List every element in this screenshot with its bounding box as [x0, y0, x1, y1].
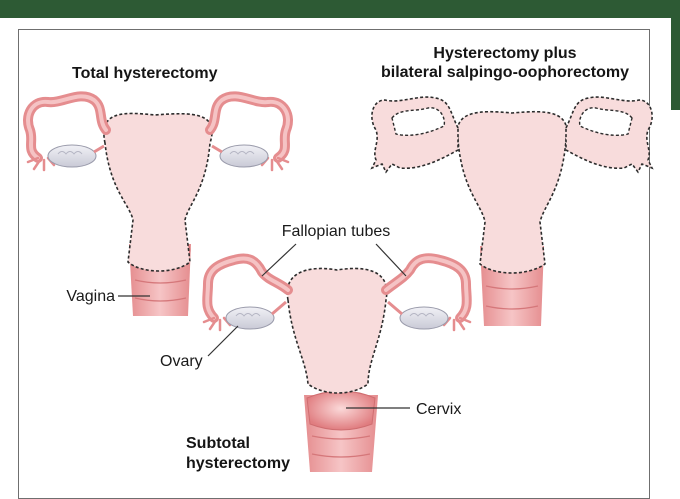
removed-uterus-outline-left — [104, 113, 212, 271]
title-total-hysterectomy: Total hysterectomy — [72, 65, 218, 82]
label-cervix: Cervix — [416, 401, 461, 418]
ovary-left-3 — [226, 307, 274, 329]
ovary-left-1 — [48, 145, 96, 167]
leader-fallopian-right — [376, 244, 406, 276]
hysterectomy-diagram: Total hysterectomy Hysterectomy plus bil… — [0, 0, 680, 489]
label-vagina: Vagina — [66, 288, 115, 305]
title-subtotal-line2: hysterectomy — [186, 455, 290, 472]
label-ovary: Ovary — [160, 353, 203, 370]
removed-uterus-outline-right — [457, 112, 567, 273]
ovary-right-3 — [400, 307, 448, 329]
title-bso-line2: bilateral salpingo-oophorectomy — [381, 64, 629, 81]
cervix-and-vagina — [304, 391, 378, 472]
total-hysterectomy-figure — [28, 96, 288, 316]
label-fallopian-tubes: Fallopian tubes — [282, 223, 391, 240]
bso-hysterectomy-figure — [372, 97, 652, 326]
removed-uterus-outline-center — [287, 268, 386, 393]
leader-ovary — [208, 326, 238, 356]
ovary-right-1 — [220, 145, 268, 167]
leader-fallopian-left — [262, 244, 296, 276]
title-subtotal-line1: Subtotal — [186, 435, 250, 452]
title-bso-line1: Hysterectomy plus — [433, 45, 576, 62]
